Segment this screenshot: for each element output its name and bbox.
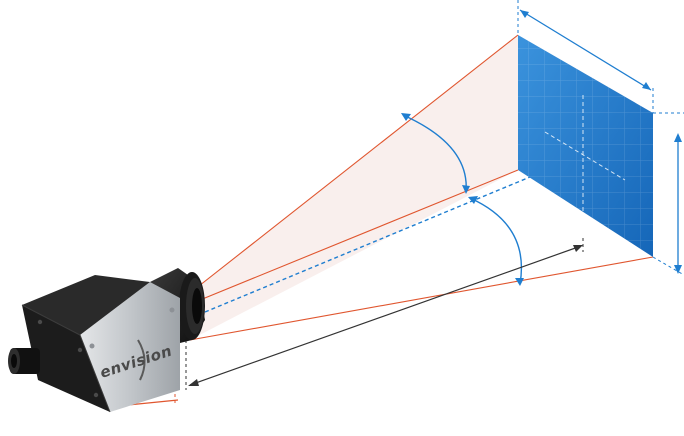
horizontal-fov-dimension [517,0,654,113]
upper-half-angle-arc [401,113,470,194]
vertical-fov-dimension [652,112,684,276]
arrowhead-icon [401,113,411,121]
camera-body-top [22,275,150,335]
fov-upper-boundary [189,34,519,294]
working-distance-dimension [185,238,584,390]
camera-connector [8,348,40,374]
brand-logo-icon [137,339,146,381]
screw-icon [77,347,83,353]
screw-icon [93,392,99,398]
fov-lower-boundary [189,256,654,341]
arrowhead-icon [674,133,682,142]
camera-body-side [80,282,180,412]
sensor-offset-marker [127,370,179,406]
optical-axis [204,154,584,313]
camera-body-front [22,305,110,412]
arrowhead-icon [188,379,199,386]
target-center-line-horizontal [544,131,626,181]
arrowhead-icon [468,196,478,204]
arrowhead-icon [674,265,682,274]
arrowhead-icon [642,82,651,90]
arrowhead-icon [462,185,470,194]
screw-icon [169,307,175,313]
target-plane [518,35,653,257]
screw-icon [89,343,95,349]
lower-half-angle-arc [468,196,524,286]
camera: envision [8,268,205,413]
arrowhead-icon [573,245,583,252]
arrowhead-icon [515,278,524,286]
screw-icon [37,319,43,325]
arrowhead-icon [520,10,529,18]
